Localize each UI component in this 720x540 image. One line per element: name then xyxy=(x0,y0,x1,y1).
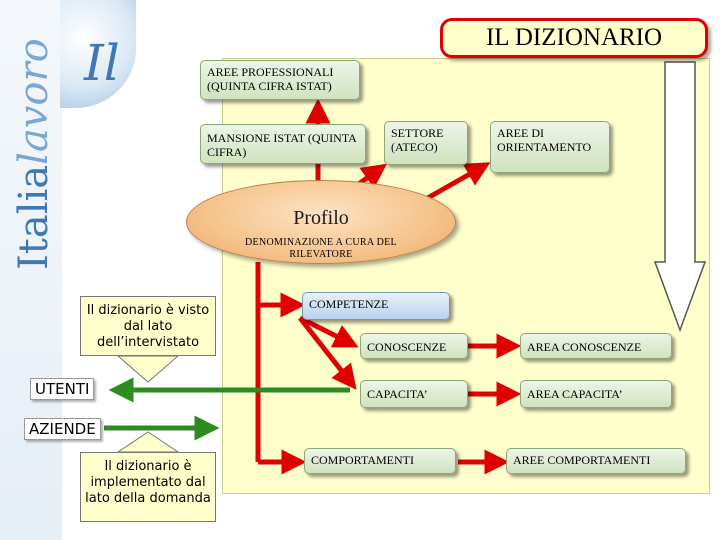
sidebar-background xyxy=(0,0,62,540)
arrow-competenze-conoscenze xyxy=(298,315,359,348)
callout-intervistato: Il dizionario è visto dal lato dell’inte… xyxy=(80,296,216,356)
box-aree-comportamenti: AREE COMPORTAMENTI xyxy=(506,448,686,474)
box-settore: SETTORE (ATECO) xyxy=(384,121,468,165)
logo-il-text: Il xyxy=(84,34,120,92)
box-comportamenti: COMPORTAMENTI xyxy=(304,448,456,474)
dictionary-title: IL DIZIONARIO xyxy=(440,18,708,58)
profile-node: Profilo xyxy=(186,180,456,264)
label-utenti: UTENTI xyxy=(30,378,95,400)
callout-domanda: Il dizionario è implementato dal lato de… xyxy=(80,452,216,522)
box-competenze: COMPETENZE xyxy=(302,292,450,320)
arrow-competenze-capacita xyxy=(298,316,357,390)
dictionary-flow-arrow xyxy=(653,61,707,333)
callout-pointer-intervistato xyxy=(116,355,180,383)
box-capacita: CAPACITA’ xyxy=(360,380,468,408)
profile-title: Profilo xyxy=(293,207,349,229)
callout-pointer-domanda xyxy=(116,431,180,453)
box-aree-professionali: AREE PROFESSIONALI (QUINTA CIFRA ISTAT) xyxy=(200,60,360,100)
box-aree-orientamento: AREE DI ORIENTAMENTO xyxy=(490,121,610,173)
box-conoscenze: CONOSCENZE xyxy=(360,333,468,359)
box-area-capacita: AREA CAPACITA’ xyxy=(520,380,672,408)
box-area-conoscenze: AREA CONOSCENZE xyxy=(520,333,672,359)
label-aziende: AZIENDE xyxy=(24,418,101,440)
box-mansione-istat: MANSIONE ISTAT (QUINTA CIFRA) xyxy=(200,124,366,164)
profile-subtitle: DENOMINAZIONE A CURA DEL RILEVATORE xyxy=(245,237,397,260)
